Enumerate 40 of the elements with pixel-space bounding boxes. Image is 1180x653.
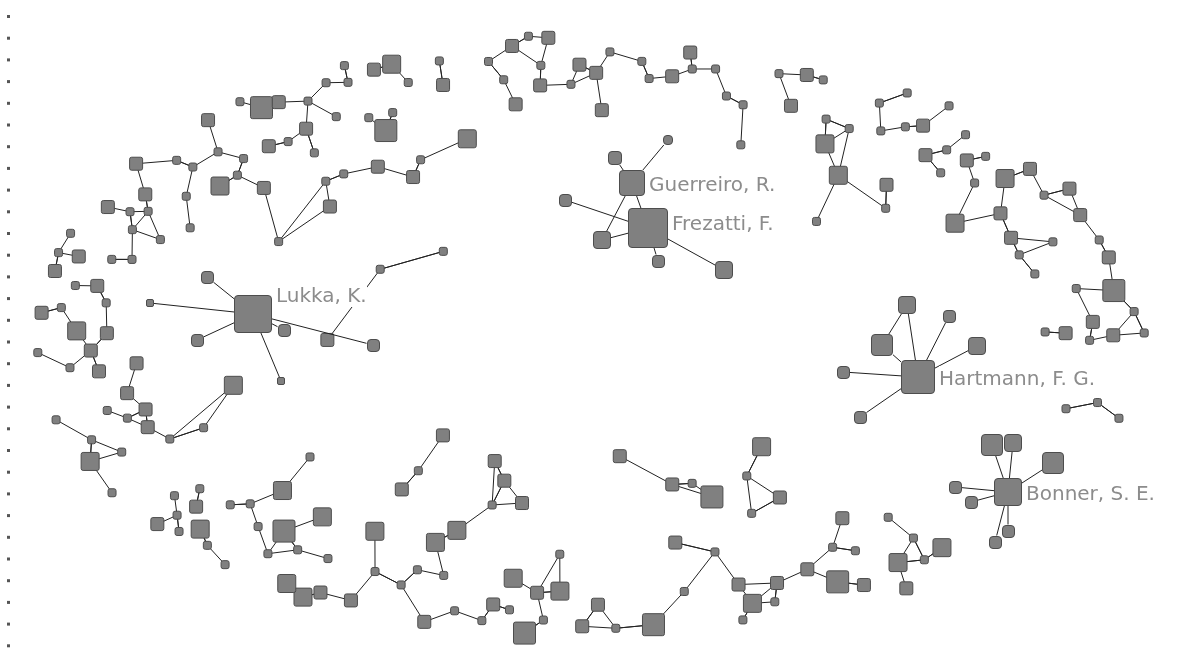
connector-line xyxy=(642,144,665,171)
connector-line xyxy=(996,505,1005,536)
connector-line xyxy=(653,247,657,255)
node-square xyxy=(146,299,154,307)
connector-line xyxy=(271,323,278,328)
connector-line xyxy=(1007,505,1009,525)
connector-line xyxy=(907,313,916,361)
connector-line xyxy=(926,322,947,361)
connector-line xyxy=(1008,451,1013,479)
connector-line xyxy=(260,332,280,378)
node-square xyxy=(1004,434,1022,452)
connector-line xyxy=(1021,469,1043,484)
node-square xyxy=(277,377,285,385)
connector-line xyxy=(849,371,902,377)
connector-line xyxy=(271,318,367,344)
connector-line xyxy=(203,322,235,338)
node-square xyxy=(981,434,1003,456)
connector-line xyxy=(610,232,629,239)
connector-line xyxy=(892,354,902,363)
connector-line xyxy=(153,302,235,313)
node-square xyxy=(1042,452,1064,474)
connector-line xyxy=(977,495,995,501)
author-name: Lukka, K. xyxy=(276,283,367,307)
connector-line xyxy=(571,201,629,222)
node-square xyxy=(871,334,893,356)
author-name: Hartmann, F. G. xyxy=(939,366,1096,390)
node-square xyxy=(715,261,733,279)
connector-line xyxy=(934,350,969,369)
node-square xyxy=(968,337,986,355)
connector-line xyxy=(667,238,716,266)
node-square xyxy=(593,231,611,249)
connector-line xyxy=(888,313,902,335)
connector-line xyxy=(213,281,235,300)
connector-line xyxy=(606,195,626,232)
connector-line xyxy=(961,487,995,492)
node-square xyxy=(898,296,916,314)
connector-line xyxy=(866,388,902,413)
connector-line xyxy=(619,164,624,171)
connector-line xyxy=(636,195,642,209)
connector-line xyxy=(995,455,1004,479)
